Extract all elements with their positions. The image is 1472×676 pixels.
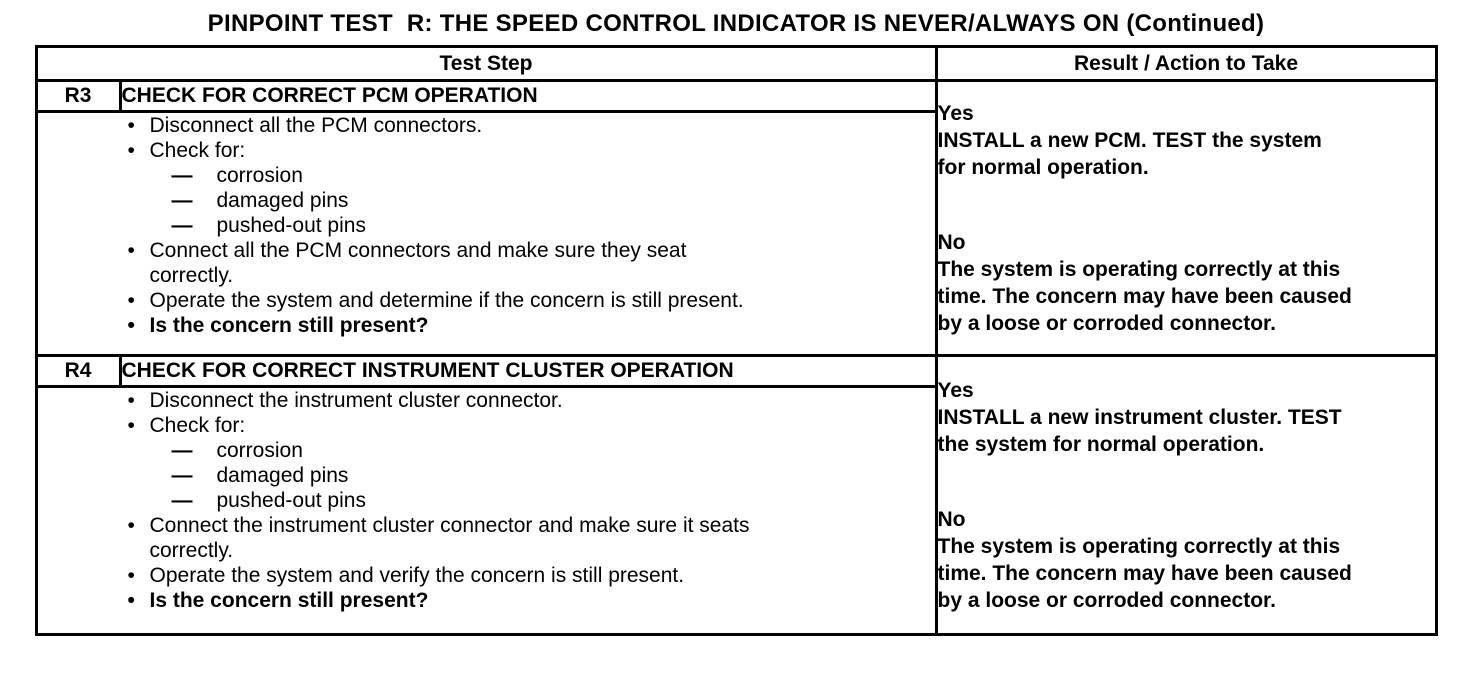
step-line: • Check for: [38,413,935,438]
step-line-text: Is the concern still present? [149,589,429,612]
table-header-row: Test Step Result / Action to Take [34,45,1438,82]
result-no-label: No [937,507,966,531]
list-marker: • [127,314,135,337]
result-no-label: No [937,230,966,254]
step-row-r3: R3 CHECK FOR CORRECT PCM OPERATION Yes I… [34,79,1438,357]
step-line: • Disconnect the instrument cluster conn… [38,388,935,413]
list-marker: — [171,464,193,487]
list-marker: • [127,139,135,162]
result-cell-r4: Yes INSTALL a new instrument cluster. TE… [934,354,1438,636]
step-line-text: Disconnect all the PCM connectors. [149,114,483,137]
step-line: — pushed-out pins [38,213,935,238]
list-marker: • [127,414,135,437]
step-line-text: corrosion [216,439,303,462]
step-line-text: pushed-out pins [216,489,366,512]
list-marker: • [127,589,135,612]
list-marker: — [171,164,193,187]
step-line-text: damaged pins [216,189,349,212]
step-line: — corrosion [38,163,935,188]
result-yes-block-r4: Yes INSTALL a new instrument cluster. TE… [938,377,1435,458]
result-cell-r3: Yes INSTALL a new PCM. TEST the system f… [934,79,1438,357]
list-marker: • [127,514,135,537]
list-marker: — [171,439,193,462]
result-no-text: The system is operating correctly at thi… [937,257,1352,335]
result-no-text: The system is operating correctly at thi… [937,534,1352,612]
column-header-result: Result / Action to Take [934,45,1438,82]
step-line: — damaged pins [38,463,935,488]
step-line: • Connect the instrument cluster connect… [38,513,935,563]
step-line: • Operate the system and determine if th… [38,288,935,313]
result-yes-text: INSTALL a new instrument cluster. TEST t… [937,405,1342,456]
list-marker: — [171,489,193,512]
list-marker: • [127,389,135,412]
step-line-text: Operate the system and determine if the … [149,289,744,312]
result-no-block-r4: No The system is operating correctly at … [938,506,1435,614]
step-body-row-r4: • Disconnect the instrument cluster conn… [34,385,1436,636]
step-line-text: pushed-out pins [216,214,366,237]
list-marker: • [127,114,135,137]
result-yes-label: Yes [937,101,974,125]
page-title: PINPOINT TEST R: THE SPEED CONTROL INDIC… [207,10,1265,37]
list-marker: • [127,239,135,262]
step-line-text: Check for: [149,414,246,437]
result-yes-label: Yes [937,378,974,402]
step-line: — pushed-out pins [38,488,935,513]
step-line-text: Check for: [149,139,246,162]
column-header-test-step: Test Step [34,45,938,82]
list-marker: • [127,289,135,312]
step-line-text: damaged pins [216,464,349,487]
step-line: • Disconnect all the PCM connectors. [38,113,935,138]
step-body-r3: • Disconnect all the PCM connectors. • C… [34,110,938,357]
step-line: • Is the concern still present? [38,588,935,613]
step-line: — damaged pins [38,188,935,213]
step-line: • Is the concern still present? [38,313,935,338]
result-no-block-r3: No The system is operating correctly at … [938,229,1435,337]
step-title-r4: CHECK FOR CORRECT INSTRUMENT CLUSTER OPE… [118,354,938,388]
step-title-r3: CHECK FOR CORRECT PCM OPERATION [118,79,938,113]
step-line-text: Is the concern still present? [149,314,429,337]
step-id-r3: R3 [34,79,122,113]
list-marker: — [171,214,193,237]
pinpoint-test-table: Test Step Result / Action to Take R3 CHE… [34,45,1438,636]
step-line-text: Connect all the PCM connectors and make … [149,239,687,287]
result-yes-text: INSTALL a new PCM. TEST the system for n… [937,128,1322,179]
step-body-r4: • Disconnect the instrument cluster conn… [34,385,938,636]
step-line: — corrosion [38,438,935,463]
list-marker: • [127,564,135,587]
step-line-text: Disconnect the instrument cluster connec… [149,389,563,412]
list-marker: — [171,189,193,212]
result-yes-block-r3: Yes INSTALL a new PCM. TEST the system f… [938,100,1435,181]
step-row-r4: R4 CHECK FOR CORRECT INSTRUMENT CLUSTER … [34,354,1438,636]
step-line: • Check for: [38,138,935,163]
step-line: • Operate the system and verify the conc… [38,563,935,588]
step-body-row-r3: • Disconnect all the PCM connectors. • C… [34,110,1436,357]
step-line: • Connect all the PCM connectors and mak… [38,238,935,288]
step-line-text: Connect the instrument cluster connector… [149,514,750,562]
step-id-r4: R4 [34,354,122,388]
step-line-text: corrosion [216,164,303,187]
step-line-text: Operate the system and verify the concer… [149,564,685,587]
